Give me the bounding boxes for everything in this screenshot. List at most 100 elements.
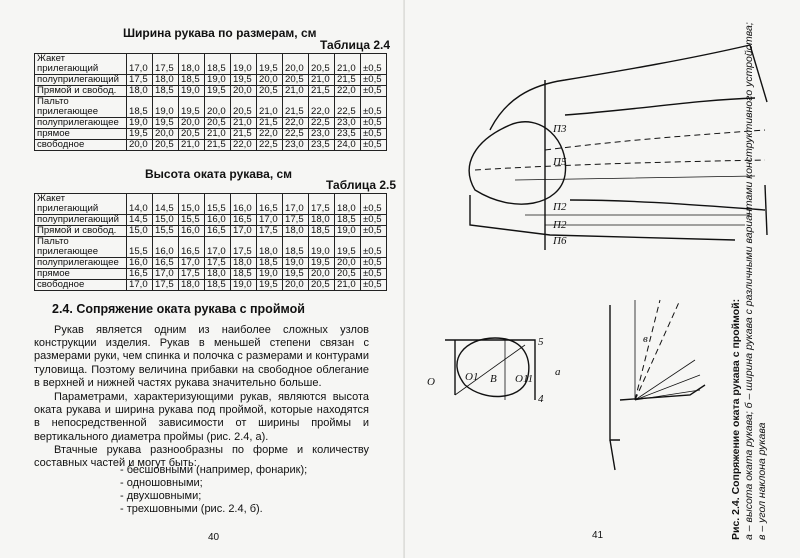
table-cell: ±0,5	[360, 53, 387, 75]
bodice-lower	[609, 439, 616, 471]
table-cell: ±0,5	[360, 214, 387, 226]
table-cell: ±0,5	[360, 279, 387, 291]
table-cell: 19,5	[256, 53, 283, 75]
table-cell: 20,0	[204, 96, 231, 118]
table-cell: 20,5	[230, 96, 257, 118]
table-cell: ±0,5	[360, 268, 387, 280]
slope-line-2	[634, 374, 701, 401]
slope-line-3	[634, 389, 701, 401]
table-cell: 20,5	[334, 268, 361, 280]
caption-line-1: а – высота оката рукава; б – ширина рука…	[743, 22, 755, 540]
table-cell: 22,0	[308, 96, 335, 118]
armhole-curve	[468, 121, 567, 205]
row-label: полуприлегающий	[34, 214, 127, 226]
table-cell: 19,0	[152, 96, 179, 118]
row-label: свободное	[34, 279, 127, 291]
page-right: 41	[405, 0, 800, 558]
table-cell: 18,0	[178, 53, 205, 75]
figure-b: О О1 В О11 5 4 а	[427, 336, 561, 405]
table-cell: 23,0	[282, 139, 309, 151]
table-cell: 15,0	[152, 214, 179, 226]
table-cell: 21,5	[230, 128, 257, 140]
table-cell: 17,5	[204, 257, 231, 269]
table-cell: 17,0	[126, 53, 153, 75]
table-cell: 17,0	[204, 236, 231, 258]
caption-line-2: в – угол наклона рукава	[756, 422, 768, 540]
table-cell: ±0,5	[360, 96, 387, 118]
table-cell: 17,0	[178, 257, 205, 269]
table-cell: 20,5	[308, 53, 335, 75]
table-cell: 21,5	[256, 117, 283, 129]
table2-title: Высота оката рукава, см	[145, 167, 293, 181]
list-item: - одношовными;	[120, 477, 203, 489]
caption-title: Рис. 2.4. Сопряжение оката рукава с прой…	[730, 298, 742, 540]
paragraph-3: Втачные рукава разнообразны по форме и к…	[34, 443, 369, 470]
table-cell: 14,5	[126, 214, 153, 226]
table-cell: 20,5	[204, 117, 231, 129]
table-cell: 19,0	[308, 236, 335, 258]
sleeve-types-list: - бесшовными (например, фонарик); - одно…	[120, 464, 307, 516]
table-cell: 21,0	[204, 128, 231, 140]
figure-caption: Рис. 2.4. Сопряжение оката рукава с прой…	[730, 20, 800, 540]
table-cell: 19,0	[230, 279, 257, 291]
table-cell: 21,5	[308, 85, 335, 97]
row-label-text: Прямой и свобод.	[37, 85, 117, 97]
sleeve-end-top	[749, 44, 768, 103]
row-label-text: свободное	[37, 279, 85, 291]
table-cell: 20,5	[256, 85, 283, 97]
cap-frame	[445, 339, 536, 400]
list-item: - двухшовными;	[120, 490, 202, 502]
table-cell: 20,0	[282, 53, 309, 75]
label-p6: П6	[552, 235, 567, 247]
table-cell: 22,0	[334, 85, 361, 97]
table-cell: 17,5	[282, 214, 309, 226]
table-cell: 16,0	[152, 236, 179, 258]
table2-number: Таблица 2.5	[326, 178, 397, 192]
table-cell: 24,0	[334, 139, 361, 151]
row-label: полуприлегающее	[34, 257, 127, 269]
table-cell: 20,0	[334, 257, 361, 269]
table-cell: 17,5	[308, 193, 335, 215]
table-cell: 18,0	[334, 193, 361, 215]
table-cell: 16,5	[152, 257, 179, 269]
table-cell: ±0,5	[360, 74, 387, 86]
table-cell: 17,0	[256, 214, 283, 226]
table-cell: 19,5	[334, 236, 361, 258]
table-cell: ±0,5	[360, 128, 387, 140]
table-cell: 18,0	[152, 74, 179, 86]
page-left: Ширина рукава по размерам, см Таблица 2.…	[34, 26, 397, 543]
row-label-text: полуприлегающий	[37, 74, 119, 86]
table-cell: 23,0	[308, 128, 335, 140]
table-cell: 18,5	[308, 225, 335, 237]
row-label-text: Пальто	[37, 96, 69, 108]
table-cell: ±0,5	[360, 225, 387, 237]
table-cell: 14,5	[152, 193, 179, 215]
table-cell: 17,5	[256, 225, 283, 237]
table-cell: 21,5	[334, 74, 361, 86]
row-label-text: Жакет	[37, 193, 66, 205]
label-four: 4	[538, 393, 544, 405]
table-cell: 23,0	[334, 117, 361, 129]
table-cell: 20,5	[282, 74, 309, 86]
table-cell: 18,5	[256, 257, 283, 269]
table-cell: 19,5	[152, 117, 179, 129]
slope-line-1	[634, 359, 696, 401]
table-cell: 20,0	[308, 268, 335, 280]
table-cell: 18,5	[152, 85, 179, 97]
figure-a: П3 П5 П2 П2 П6	[468, 44, 768, 250]
table-cell: 17,0	[152, 268, 179, 280]
table1-number: Таблица 2.4	[320, 38, 391, 52]
table-cell: 17,0	[230, 225, 257, 237]
table-cell: 16,0	[126, 257, 153, 269]
table-cell: 19,0	[230, 53, 257, 75]
row-label: прямое	[34, 128, 127, 140]
table-cell: 22,5	[282, 128, 309, 140]
page-number-right: 41	[592, 530, 604, 541]
